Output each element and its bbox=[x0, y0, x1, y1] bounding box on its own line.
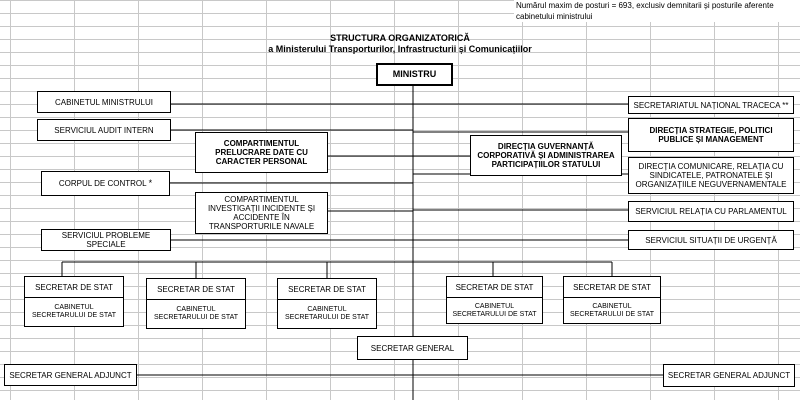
node-secretar-stat-3: SECRETAR DE STAT CABINETUL SECRETARULUI … bbox=[277, 278, 377, 329]
node-secretar-stat-2: SECRETAR DE STAT CABINETUL SECRETARULUI … bbox=[146, 278, 246, 329]
node-audit-intern: SERVICIUL AUDIT INTERN bbox=[37, 119, 171, 141]
secretar-stat-title: SECRETAR DE STAT bbox=[447, 277, 542, 298]
secretar-stat-cabinet: CABINETUL SECRETARULUI DE STAT bbox=[452, 302, 537, 318]
node-investigatii: COMPARTIMENTUL INVESTIGAȚII INCIDENTE ȘI… bbox=[195, 192, 328, 234]
node-secretar-stat-1: SECRETAR DE STAT CABINETUL SECRETARULUI … bbox=[24, 276, 124, 327]
node-sg-adjunct-left: SECRETAR GENERAL ADJUNCT bbox=[4, 364, 137, 386]
node-strategie: DIRECȚIA STRATEGIE, POLITICI PUBLICE ȘI … bbox=[628, 118, 794, 152]
secretar-stat-title: SECRETAR DE STAT bbox=[564, 277, 660, 298]
secretar-stat-cabinet: CABINETUL SECRETARULUI DE STAT bbox=[569, 302, 654, 318]
secretar-stat-cabinet: CABINETUL SECRETARULUI DE STAT bbox=[153, 306, 238, 321]
corp-control-mark: * bbox=[148, 178, 153, 188]
node-situatii-urgenta: SERVICIUL SITUAȚII DE URGENȚĂ bbox=[628, 230, 794, 250]
secretar-stat-cabinet: CABINETUL SECRETARULUI DE STAT bbox=[31, 304, 116, 319]
node-comunicare: DIRECȚIA COMUNICARE, RELAȚIA CU SINDICAT… bbox=[628, 157, 794, 194]
node-secretar-stat-4: SECRETAR DE STAT CABINETUL SECRETARULUI … bbox=[446, 276, 543, 324]
node-cabinet-ministru: CABINETUL MINISTRULUI bbox=[37, 91, 171, 113]
corp-control-label: CORPUL DE CONTROL bbox=[58, 179, 147, 188]
node-traceca: SECRETARIATUL NAȚIONAL TRACECA ** bbox=[628, 96, 794, 114]
title-line-2: a Ministerului Transporturilor, Infrastr… bbox=[268, 44, 532, 54]
node-prelucrare-date: COMPARTIMENTUL PRELUCRARE DATE CU CARACT… bbox=[195, 132, 328, 173]
node-secretar-general: SECRETAR GENERAL bbox=[357, 336, 468, 360]
node-probleme-speciale: SERVICIUL PROBLEME SPECIALE bbox=[41, 229, 171, 251]
node-ministru: MINISTRU bbox=[376, 63, 453, 86]
chart-title: STRUCTURA ORGANIZATORICĂ a Ministerului … bbox=[200, 33, 600, 55]
node-relatia-parlament: SERVICIUL RELAȚIA CU PARLAMENTUL bbox=[628, 201, 794, 222]
node-secretar-stat-5: SECRETAR DE STAT CABINETUL SECRETARULUI … bbox=[563, 276, 661, 324]
secretar-stat-title: SECRETAR DE STAT bbox=[278, 279, 376, 300]
node-sg-adjunct-right: SECRETAR GENERAL ADJUNCT bbox=[663, 364, 795, 387]
secretar-stat-cabinet: CABINETUL SECRETARULUI DE STAT bbox=[284, 306, 369, 321]
node-corp-control: CORPUL DE CONTROL* bbox=[41, 171, 170, 196]
posts-note: Numărul maxim de posturi = 693, exclusiv… bbox=[514, 0, 800, 22]
title-line-1: STRUCTURA ORGANIZATORICĂ bbox=[330, 33, 470, 43]
secretar-stat-title: SECRETAR DE STAT bbox=[147, 279, 245, 300]
secretar-stat-title: SECRETAR DE STAT bbox=[25, 277, 123, 298]
node-guvernanta: DIRECȚIA GUVERNANȚĂ CORPORATIVĂ ȘI ADMIN… bbox=[470, 135, 622, 176]
